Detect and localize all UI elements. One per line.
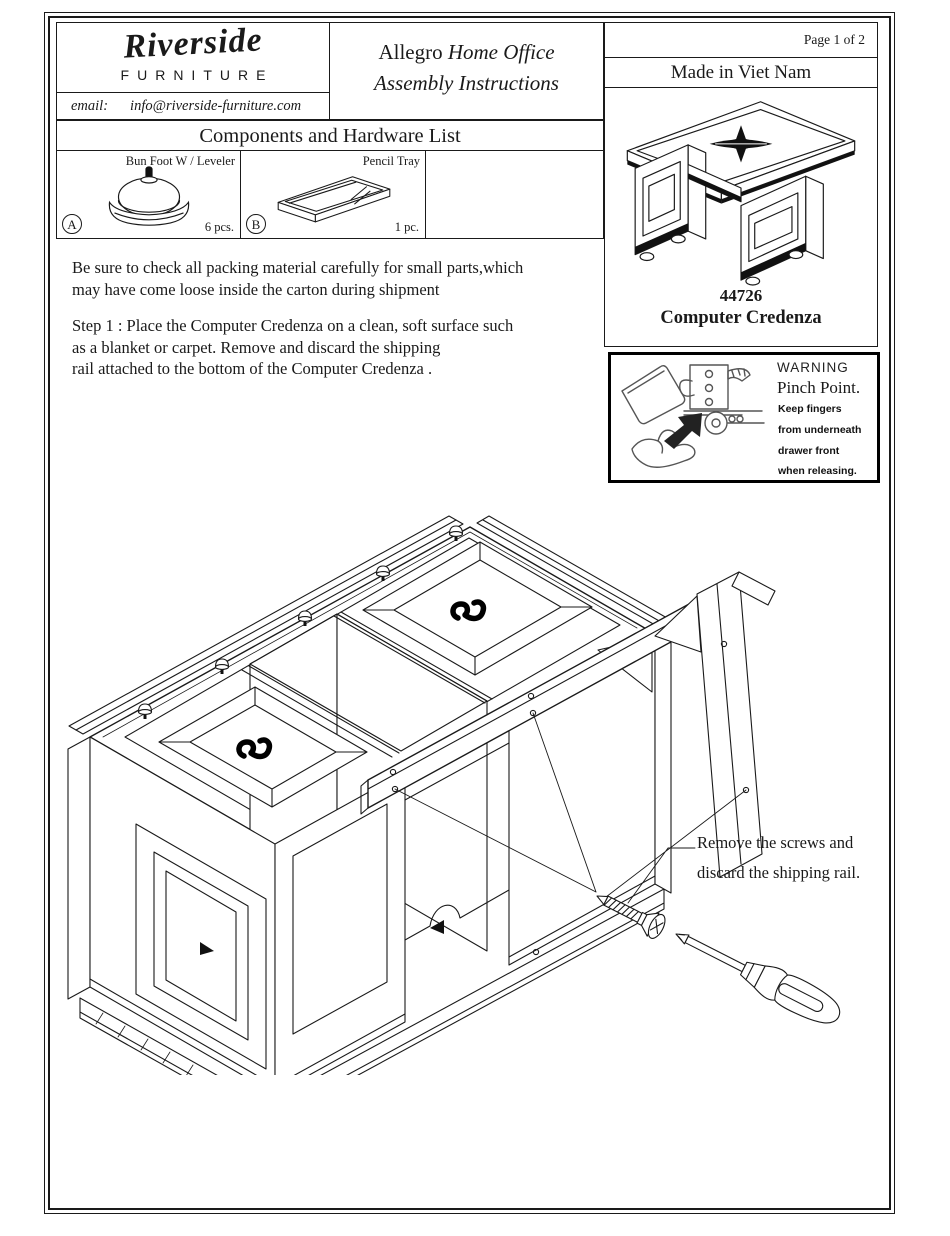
page-border-outer (44, 12, 895, 1214)
email-value: info@riverside-furniture.com (130, 97, 302, 114)
component-letter-badge: B (246, 214, 266, 234)
email-label: email: (71, 97, 109, 114)
product-name: Computer Credenza (660, 308, 822, 328)
title-subtitle: Assembly Instructions (374, 71, 559, 95)
pinch-point-icon (621, 364, 765, 468)
packing-note-line: may have come loose inside the carton du… (72, 279, 440, 299)
title-series: Allegro (378, 40, 443, 64)
warning-box: WARNING Pinch Point. Keep fingers from u… (608, 352, 880, 483)
annotation-line: discard the shipping rail. (697, 863, 861, 882)
warning-subtitle: Pinch Point. (777, 378, 861, 397)
warning-line: when releasing. (778, 465, 857, 477)
title-collection: Home Office (447, 40, 555, 64)
component-letter-badge: A (62, 214, 82, 234)
warning-title: WARNING (777, 360, 849, 375)
product-model-number: 44726 (719, 286, 763, 305)
brand-logo-cell: Riverside FURNITURE email: info@riversid… (57, 21, 330, 119)
step-1-line: as a blanket or carpet. Remove and disca… (72, 337, 441, 357)
diagram-annotation: Remove the screws and discard the shippi… (697, 828, 860, 888)
packing-note: Be sure to check all packing material ca… (72, 257, 592, 300)
step-1-line: rail attached to the bottom of the Compu… (72, 359, 433, 378)
annotation-line: Remove the screws and (697, 833, 854, 852)
brand-script-logo: Riverside (122, 21, 264, 66)
component-name: Bun Foot W / Leveler (125, 154, 235, 168)
header-right-column: Page 1 of 2 Made in Viet Nam (604, 22, 878, 88)
warning-line: Keep fingers (778, 403, 842, 415)
component-item-pencil-tray: Pencil Tray B 1 pc. (241, 151, 426, 238)
brand-wordmark: FURNITURE (120, 67, 274, 83)
credenza-product-drawing (626, 101, 856, 286)
warning-line: drawer front (778, 445, 840, 457)
components-banner: Components and Hardware List (56, 120, 604, 151)
component-name: Pencil Tray (362, 154, 420, 168)
step-1-text: Step 1 : Place the Computer Credenza on … (72, 315, 592, 380)
components-row: Bun Foot W / Leveler A 6 pcs. Pencil Tra… (56, 151, 604, 239)
product-box: 44726 Computer Credenza (604, 88, 878, 347)
component-quantity: 6 pcs. (204, 220, 234, 234)
flipped-credenza-shipping-rail-drawing (67, 515, 841, 1075)
component-quantity: 1 pc. (394, 220, 419, 234)
page-indicator: Page 1 of 2 (604, 22, 878, 57)
packing-note-line: Be sure to check all packing material ca… (72, 258, 524, 277)
page-border-inner (48, 16, 891, 1210)
component-item-bun-foot: Bun Foot W / Leveler A 6 pcs. (57, 151, 241, 238)
document-title: Allegro Home Office Assembly Instruction… (330, 23, 603, 119)
origin-label: Made in Viet Nam (604, 57, 878, 88)
warning-line: from underneath (778, 424, 862, 436)
step-1-line: Step 1 : Place the Computer Credenza on … (72, 316, 514, 335)
brand-email-row: email: info@riverside-furniture.com (57, 92, 329, 119)
bun-foot-icon (108, 166, 190, 226)
pencil-tray-icon (277, 176, 391, 223)
header: Riverside FURNITURE email: info@riversid… (56, 21, 604, 120)
